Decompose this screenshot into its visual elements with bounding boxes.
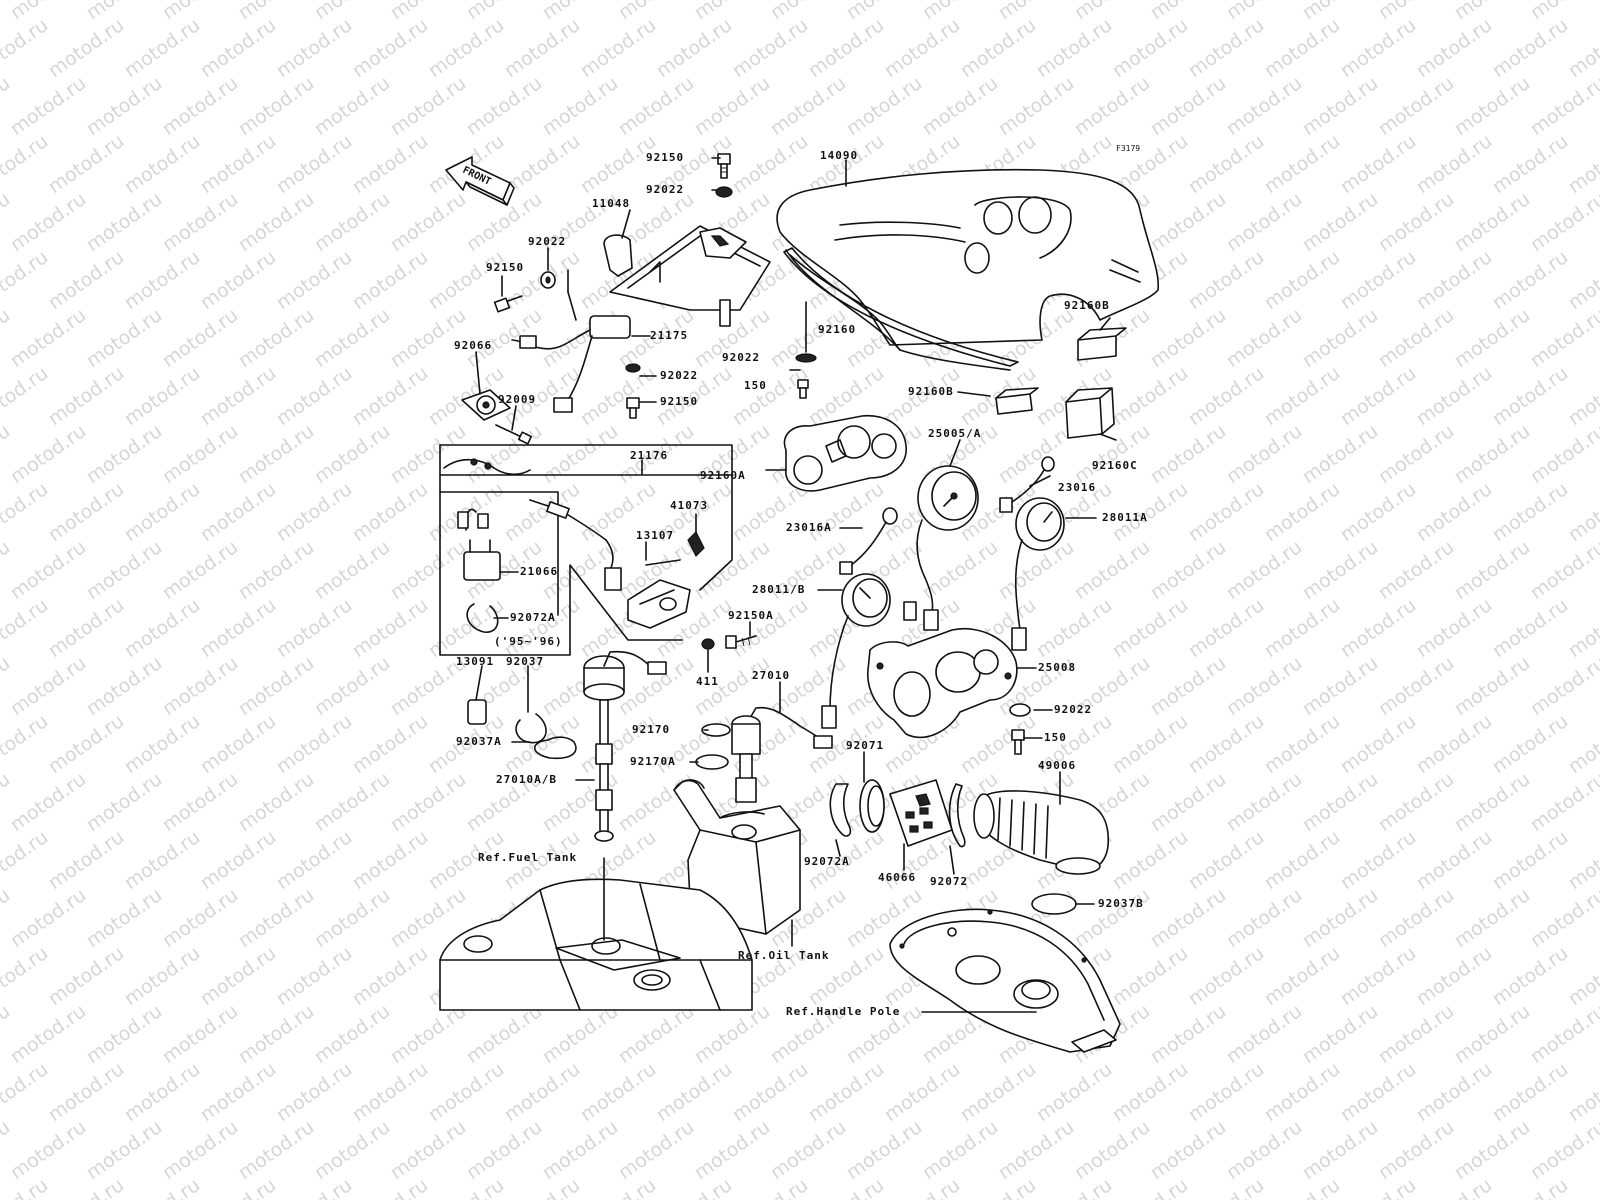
label-92071: 92071: [846, 739, 885, 752]
label-ref-handle-pole: Ref.Handle Pole: [786, 1005, 901, 1018]
label-92022-ctr: 92022: [722, 351, 761, 364]
pad-92160B-upper: [1077, 327, 1127, 361]
label-21176: 21176: [630, 449, 669, 462]
label-92160A: 92160A: [700, 469, 746, 482]
label-46066: 46066: [878, 871, 917, 884]
fuel-tank: [439, 878, 753, 1011]
clamp-92037A: [533, 736, 577, 760]
label-years: ('95~'96): [494, 635, 563, 648]
label-92160B-top: 92160B: [1064, 299, 1110, 312]
gauge-28011A: [1011, 497, 1065, 651]
leader-lines: [475, 157, 1117, 1013]
pad-92160B-lower: [995, 387, 1039, 415]
meter-case-92160A: [783, 414, 907, 492]
pad-92160C: [1065, 387, 1115, 439]
clamp-92170A: [695, 754, 729, 770]
washer-92022-mid: [625, 363, 641, 373]
label-92160B-mid: 92160B: [908, 385, 954, 398]
label-150-top: 150: [744, 379, 767, 392]
fuel-sender-27010AB: [583, 650, 667, 842]
label-21066: 21066: [520, 565, 559, 578]
label-150-right: 150: [1044, 731, 1067, 744]
label-92072A-bot: 92072A: [804, 855, 850, 868]
washer-92022-top: [715, 186, 733, 198]
clamp-92170: [701, 723, 731, 737]
label-23016A: 23016A: [786, 521, 832, 534]
screw-150-right: [1011, 729, 1025, 755]
gauge-25005: [916, 465, 979, 631]
washer-hole: [545, 276, 551, 284]
label-41073: 41073: [670, 499, 709, 512]
bolt-92150-left: [493, 295, 523, 313]
label-92150A: 92150A: [728, 609, 774, 622]
bolt-92150A: [725, 635, 757, 649]
label-25005A: 25005/A: [928, 427, 982, 440]
label-13091: 13091: [456, 655, 495, 668]
label-92022-left: 92022: [528, 235, 567, 248]
label-ref-fuel-tank: Ref.Fuel Tank: [478, 851, 578, 864]
strap-92037: [515, 713, 547, 744]
label-92022-right: 92022: [1054, 703, 1093, 716]
bolt-92150-top: [717, 153, 731, 179]
label-92066: 92066: [454, 339, 493, 352]
washer-92022-right: [1009, 703, 1031, 717]
washer-411: [701, 638, 715, 650]
label-92072: 92072: [930, 875, 969, 888]
bulb-23016A: [839, 507, 898, 575]
pad-13091: [467, 699, 487, 725]
label-27010AB: 27010A/B: [496, 773, 557, 786]
bracket-13107: [627, 530, 705, 629]
gauge-28011B: [821, 573, 917, 729]
dashboard-cover: [776, 168, 1159, 371]
meter-bracket: [603, 225, 771, 327]
label-49006: 49006: [1038, 759, 1077, 772]
kit-box-right: [699, 474, 733, 591]
label-92037: 92037: [506, 655, 545, 668]
label-25008: 25008: [1038, 661, 1077, 674]
label-23016: 23016: [1058, 481, 1097, 494]
bolt-92150-mid: [626, 397, 640, 419]
label-92150-mid: 92150: [660, 395, 699, 408]
switch-harness-21175: [511, 269, 631, 413]
clamp-92037B: [1031, 893, 1077, 915]
figure-code: F3179: [1116, 144, 1141, 153]
kit-box-21176: [439, 444, 733, 476]
washer-92022-center: [795, 353, 817, 363]
label-92170: 92170: [632, 723, 671, 736]
switch-plate-92066: [461, 389, 533, 445]
front-direction-arrow: FRONT: [445, 156, 515, 206]
label-92022-top: 92022: [646, 183, 685, 196]
kit-wire-items: [443, 458, 622, 633]
label-411: 411: [696, 675, 719, 688]
label-28011B: 28011/B: [752, 583, 806, 596]
label-92037B: 92037B: [1098, 897, 1144, 910]
screw-150-top: [797, 379, 809, 399]
label-92037A: 92037A: [456, 735, 502, 748]
label-27010: 27010: [752, 669, 791, 682]
label-21175: 21175: [650, 329, 689, 342]
label-92160C: 92160C: [1092, 459, 1138, 472]
kit-box-inner: [439, 491, 559, 616]
label-92150-left: 92150: [486, 261, 525, 274]
label-28011A: 28011A: [1102, 511, 1148, 524]
label-13107: 13107: [636, 529, 675, 542]
label-92009: 92009: [498, 393, 537, 406]
bulb-23016: [999, 456, 1055, 513]
kit-box-outer: [439, 444, 683, 656]
clamps-and-grommets: [829, 779, 1110, 875]
label-92072A-top: 92072A: [510, 611, 556, 624]
handle-pole-base: [889, 908, 1121, 1053]
gasket-25008: [867, 628, 1018, 739]
label-ref-oil-tank: Ref.Oil Tank: [738, 949, 830, 962]
oil-sender-27010: [731, 706, 833, 803]
label-92170A: 92170A: [630, 755, 676, 768]
label-14090: 14090: [820, 149, 859, 162]
label-92160: 92160: [818, 323, 857, 336]
label-92150-top: 92150: [646, 151, 685, 164]
seal-strip: [783, 247, 1019, 367]
label-11048: 11048: [592, 197, 631, 210]
label-92022-mid: 92022: [660, 369, 699, 382]
